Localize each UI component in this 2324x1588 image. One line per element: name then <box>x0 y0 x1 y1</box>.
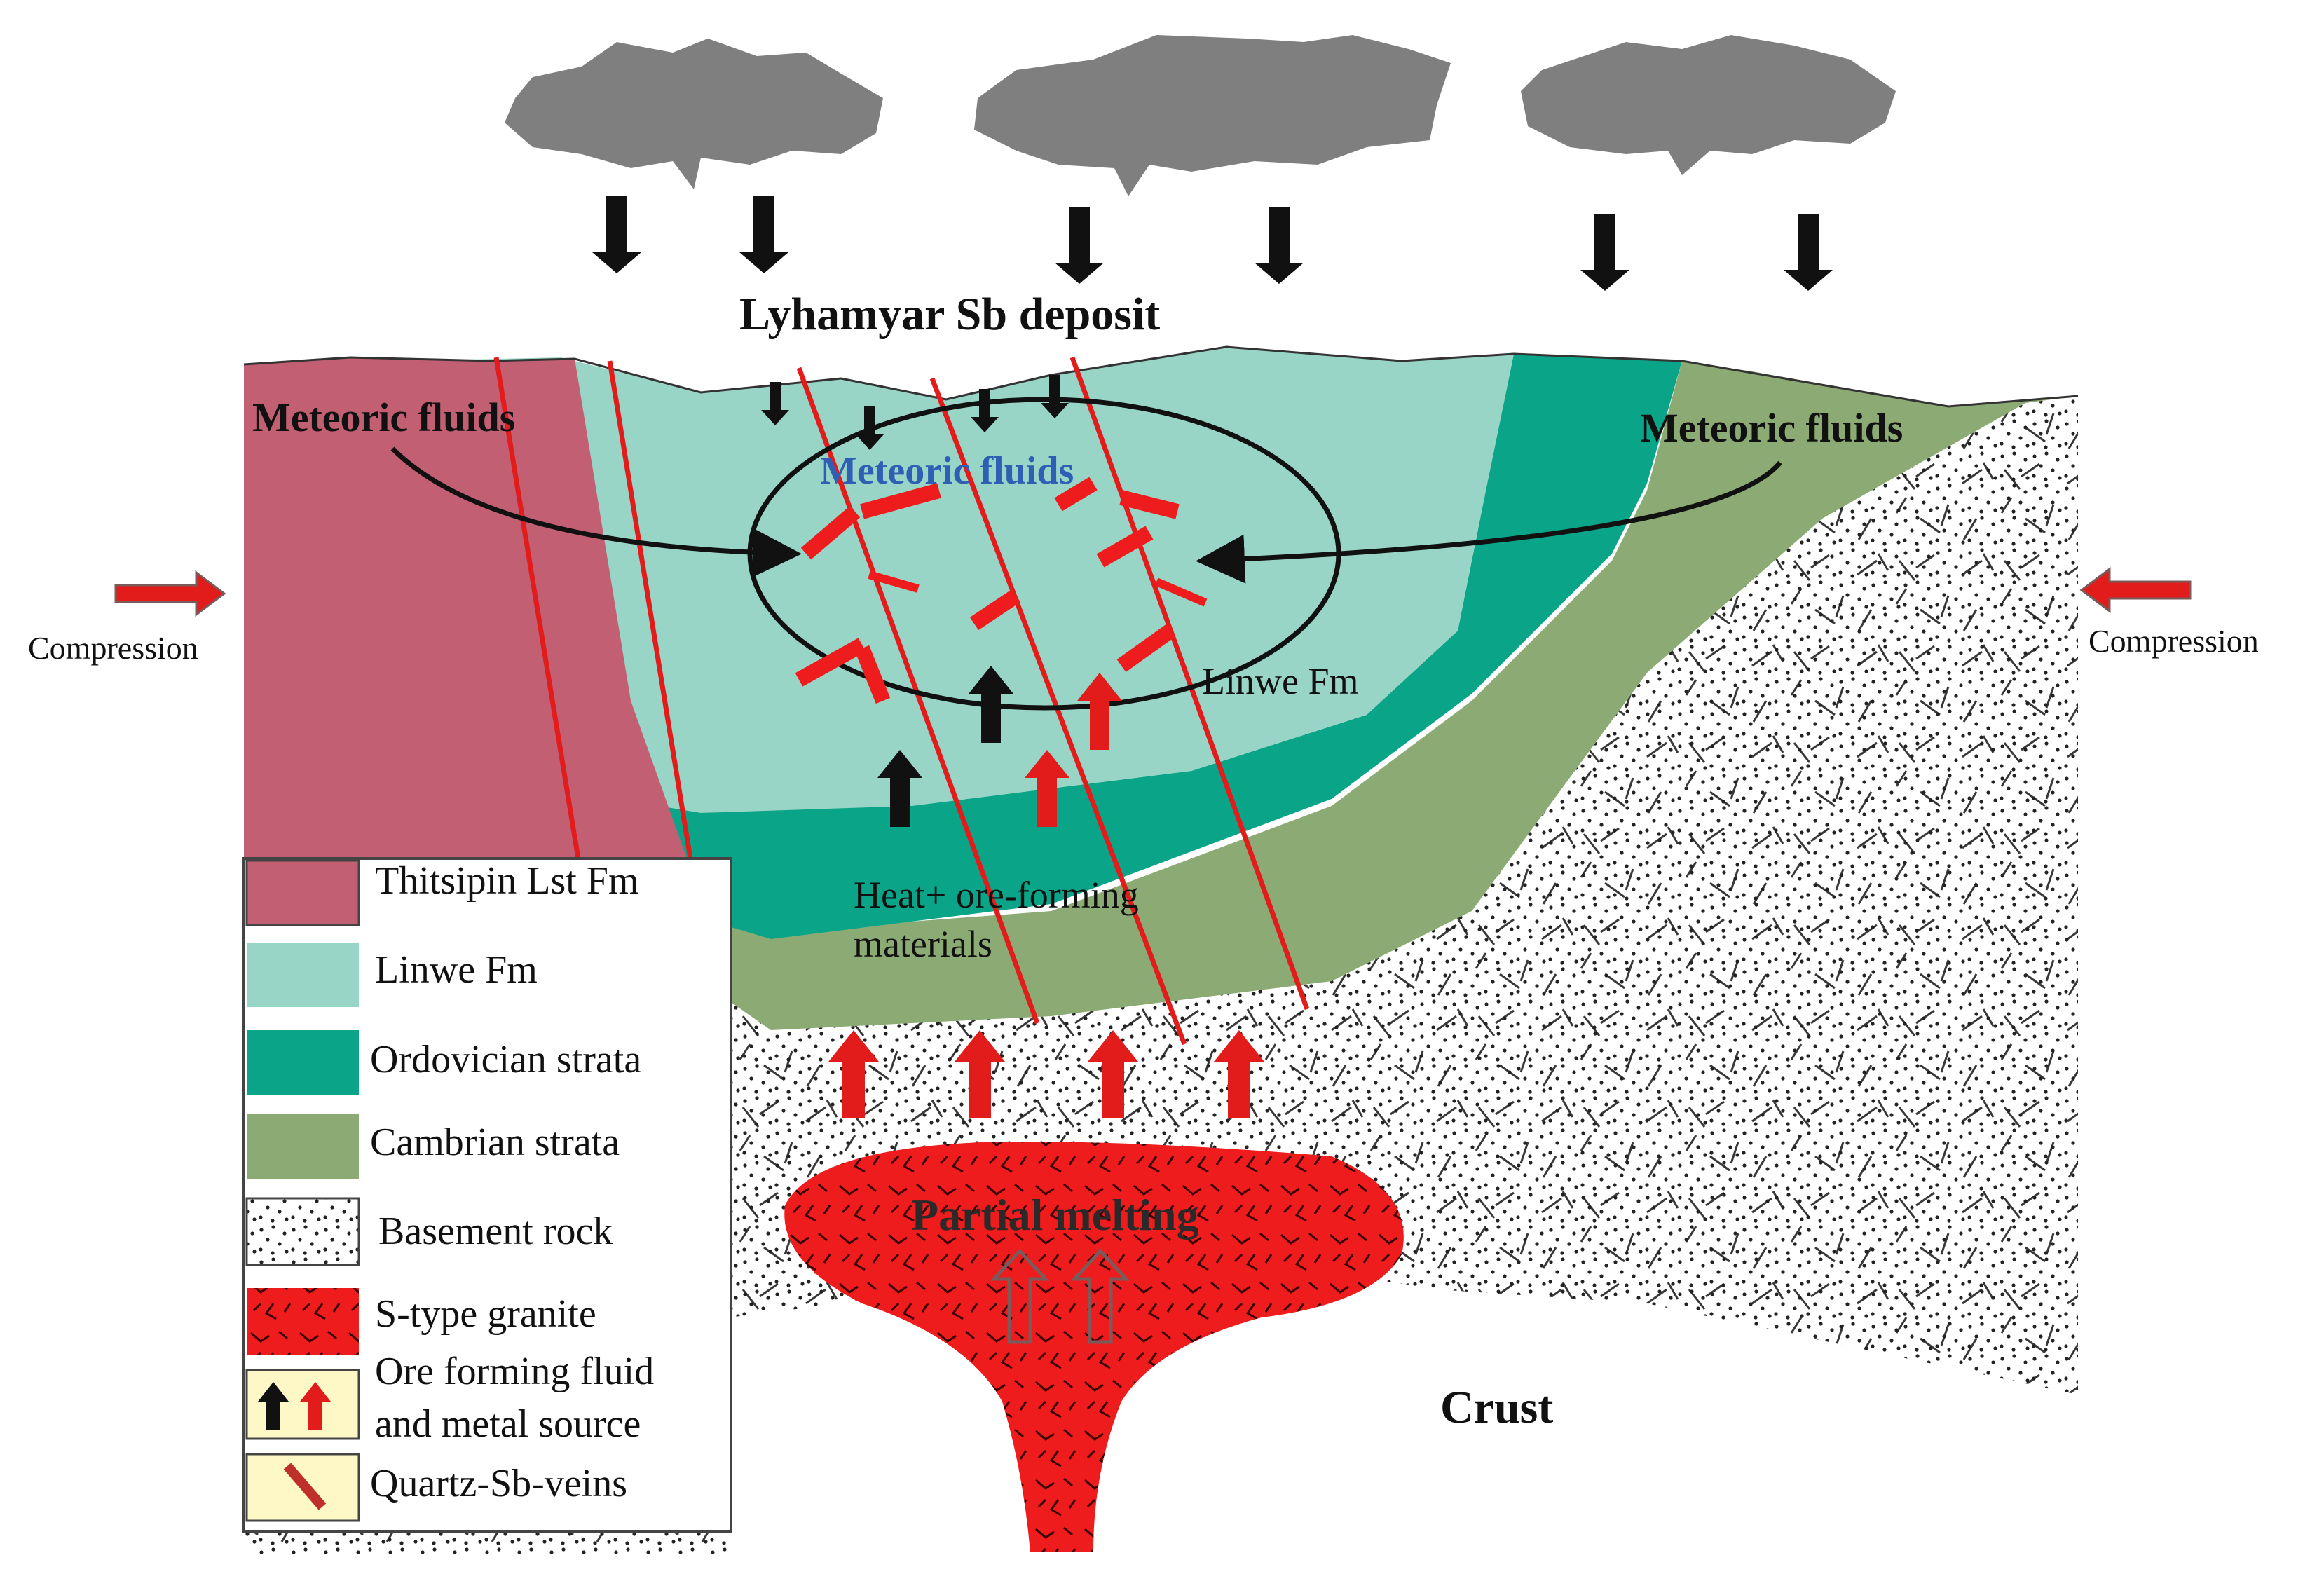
legend: Thitsipin Lst Fm Linwe Fm Ordovician str… <box>242 857 732 1533</box>
legend-swatch-arrows <box>245 1369 360 1440</box>
legend-swatch-basement <box>245 1197 360 1266</box>
meteoric-label-left: Meteoric fluids <box>252 395 515 440</box>
legend-swatch-cambrian <box>247 1114 359 1179</box>
surface-line <box>243 345 2079 408</box>
cloud-left <box>505 39 883 189</box>
compression-arrow-right <box>2079 567 2192 613</box>
cambrian-strata <box>244 361 2078 1030</box>
meteoric-flow-right <box>1196 460 1782 584</box>
legend-swatch-granite <box>247 1288 359 1355</box>
legend-label-cambrian: Cambrian strata <box>370 1121 620 1164</box>
legend-label-basement: Basement rock <box>378 1210 613 1253</box>
fault-lines <box>493 356 1310 1046</box>
legend-label-ordovician: Ordovician strata <box>370 1038 641 1081</box>
ore-fluid-arrows <box>877 666 1122 827</box>
legend-label-granite: S-type granite <box>375 1292 596 1336</box>
compression-label-left: Compression <box>28 630 198 666</box>
s-type-granite-body <box>784 1142 1404 1552</box>
rain-arrows <box>592 196 1833 291</box>
legend-label-vein: Quartz-Sb-veins <box>370 1462 627 1505</box>
legend-label-arrows-line1: Ore forming fluid <box>375 1350 654 1393</box>
compression-label-right: Compression <box>2089 623 2259 659</box>
surface-infiltration-arrows <box>761 375 1069 450</box>
legend-label-arrows-line2: and metal source <box>375 1402 641 1446</box>
meteoric-label-center: Meteoric fluids <box>820 449 1074 493</box>
meteoric-label-right: Meteoric fluids <box>1640 405 1903 451</box>
legend-swatch-vein <box>245 1453 360 1522</box>
cloud-right <box>1521 35 1896 175</box>
linwe-label: Linwe Fm <box>1202 660 1359 702</box>
legend-swatch-linwe <box>247 943 359 1007</box>
compression-arrow-left <box>114 570 226 617</box>
thitsipin-formation <box>244 357 687 858</box>
legend-label-linwe: Linwe Fm <box>375 948 538 992</box>
meteoric-flow-left <box>390 446 802 577</box>
partial-melting-label: Partial melting <box>911 1190 1199 1240</box>
deposit-title: Lyhamyar Sb deposit <box>739 289 1160 340</box>
legend-swatch-thitsipin <box>245 859 360 926</box>
legend-swatch-ordovician <box>247 1030 359 1095</box>
heat-arrows <box>828 1030 1264 1118</box>
legend-label-thitsipin: Thitsipin Lst Fm <box>375 859 639 903</box>
crust-label: Crust <box>1440 1382 1553 1433</box>
granite-rise-arrows <box>990 1248 1130 1344</box>
quartz-sb-veins <box>795 477 1208 704</box>
heat-label-line2: materials <box>854 923 992 965</box>
cloud-center <box>974 35 1451 196</box>
heat-label-line1: Heat+ ore-forming <box>854 874 1139 916</box>
